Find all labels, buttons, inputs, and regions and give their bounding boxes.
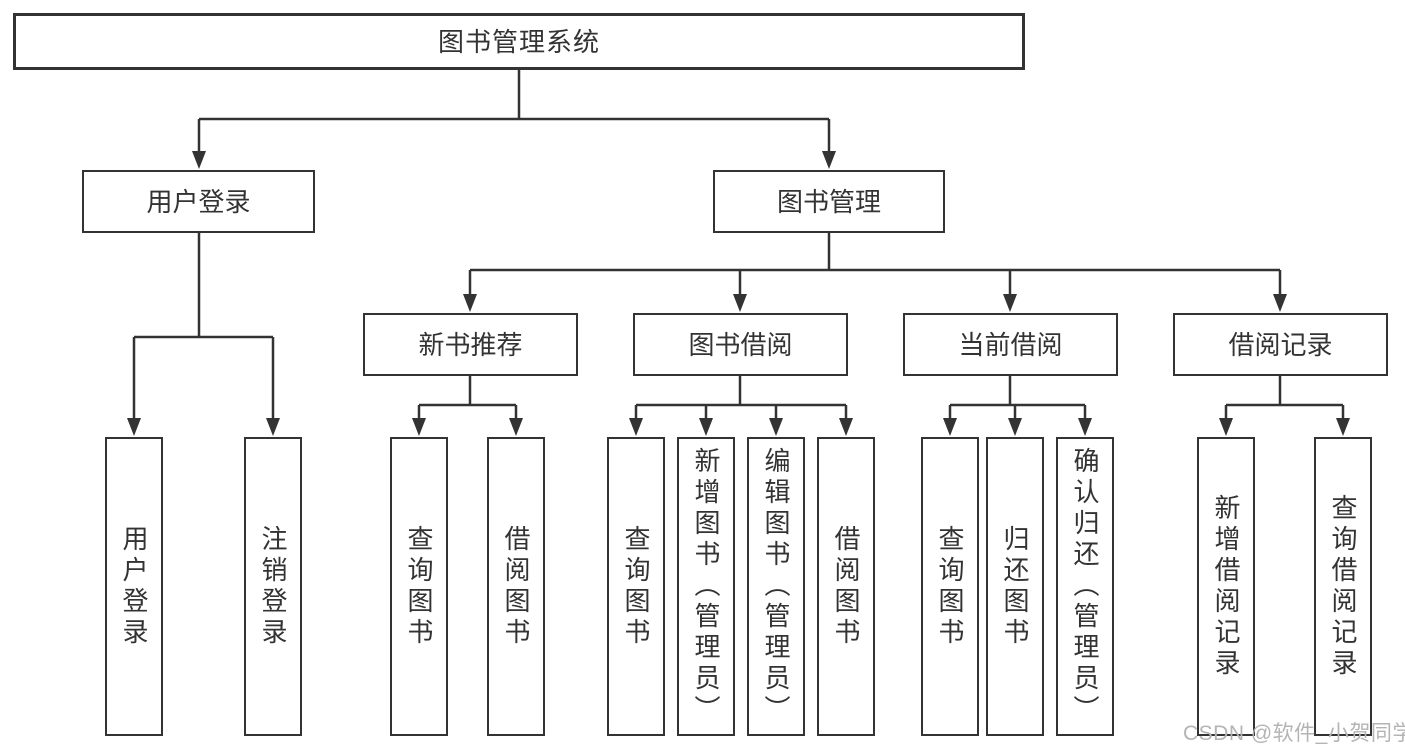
node-label: 图书管理系统 (437, 26, 600, 57)
node-label: 当前借阅 (958, 329, 1063, 360)
arrowhead-icon (1219, 418, 1233, 436)
node-label: 查询图书 (935, 524, 965, 649)
node-label: 注销登录 (258, 524, 288, 649)
node-label: 新增借阅记录 (1211, 493, 1241, 680)
connector-book-borrow-children (634, 376, 848, 424)
node-label: 图书管理 (776, 186, 881, 217)
arrowhead-icon (127, 418, 141, 436)
watermark: CSDN @软件_小贺同学 (1183, 722, 1405, 745)
node-root: 图书管理系统 (13, 13, 1025, 70)
arrowhead-icon (509, 418, 523, 436)
connector-new-book-recommend-children (417, 376, 518, 424)
arrowhead-icon (1008, 418, 1022, 436)
connector-lines (132, 70, 1345, 424)
arrowhead-icon (733, 294, 747, 312)
node-new-book-recommend: 新书推荐 (363, 313, 578, 376)
node-current-borrow: 当前借阅 (903, 313, 1118, 376)
connector-borrow-records-children (1224, 376, 1345, 424)
arrowhead-icon (463, 294, 477, 312)
arrowhead-icon (192, 151, 206, 169)
node-label: 用户登录 (146, 186, 251, 217)
leaf-br-add-record: 新增借阅记录 (1197, 437, 1255, 736)
node-label: 查询借阅记录 (1328, 493, 1358, 680)
arrowheads (127, 151, 1350, 436)
connector-current-borrow-children (948, 376, 1087, 424)
leaf-bb-edit-books-admin: 编辑图书（管理员） (747, 437, 805, 736)
leaf-nbr-query-books: 查询图书 (390, 437, 448, 736)
node-book-management: 图书管理 (713, 170, 945, 233)
node-user-login: 用户登录 (82, 170, 315, 233)
node-book-borrow: 图书借阅 (633, 313, 848, 376)
arrowhead-icon (769, 418, 783, 436)
node-label: 查询图书 (621, 524, 651, 649)
arrowhead-icon (1003, 294, 1017, 312)
node-borrow-records: 借阅记录 (1173, 313, 1388, 376)
arrowhead-icon (699, 418, 713, 436)
arrowhead-icon (943, 418, 957, 436)
node-label: 借阅图书 (501, 524, 531, 649)
connector-user-login-children (132, 233, 275, 424)
arrowhead-icon (1273, 294, 1287, 312)
arrowhead-icon (1078, 418, 1092, 436)
leaf-nbr-borrow-books: 借阅图书 (487, 437, 545, 736)
arrowhead-icon (412, 418, 426, 436)
arrowhead-icon (822, 151, 836, 169)
node-label: 用户登录 (119, 524, 149, 649)
leaf-bb-borrow-books: 借阅图书 (817, 437, 875, 736)
leaf-bb-query-books: 查询图书 (607, 437, 665, 736)
node-label: 查询图书 (404, 524, 434, 649)
arrowhead-icon (266, 418, 280, 436)
leaf-logout: 注销登录 (244, 437, 302, 736)
leaf-br-query-record: 查询借阅记录 (1314, 437, 1372, 736)
leaf-cb-return-books: 归还图书 (986, 437, 1044, 736)
node-label: 归还图书 (1000, 524, 1030, 649)
connector-root-to-level2 (197, 70, 831, 157)
arrowhead-icon (629, 418, 643, 436)
node-label: 借阅图书 (831, 524, 861, 649)
leaf-cb-query-books: 查询图书 (921, 437, 979, 736)
arrowhead-icon (839, 418, 853, 436)
arrowhead-icon (1336, 418, 1350, 436)
leaf-user-login: 用户登录 (105, 437, 163, 736)
node-label: 新书推荐 (418, 329, 523, 360)
leaf-cb-confirm-return-admin: 确认归还（管理员） (1056, 437, 1114, 736)
leaf-bb-add-books-admin: 新增图书（管理员） (677, 437, 735, 736)
connector-book-management-children (468, 233, 1282, 300)
node-label: 借阅记录 (1228, 329, 1333, 360)
node-label: 图书借阅 (688, 329, 793, 360)
node-label: 新增图书（管理员） (691, 447, 721, 726)
node-label: 确认归还（管理员） (1070, 447, 1100, 726)
node-label: 编辑图书（管理员） (761, 447, 791, 726)
